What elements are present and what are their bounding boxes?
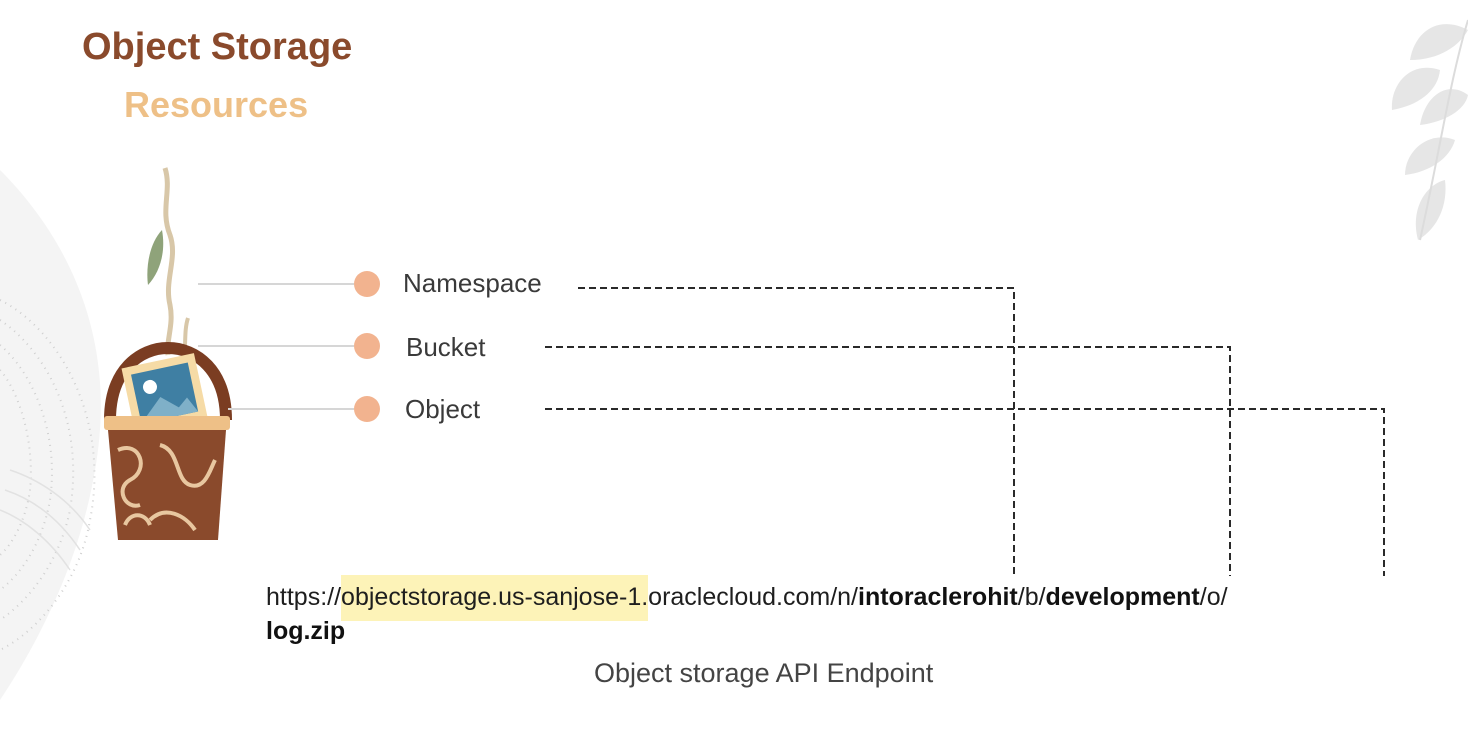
- url-region: objectstorage.us-sanjose-1: [341, 583, 642, 611]
- url-prefix: https://: [266, 583, 342, 611]
- namespace-dashed-link: [578, 287, 1015, 576]
- bucket-dot: [354, 333, 380, 359]
- object-label: Object: [405, 394, 481, 424]
- url-namespace: intoraclerohit: [858, 583, 1018, 611]
- url-object: log.zip: [266, 617, 346, 645]
- object-dashed-link: [545, 408, 1385, 576]
- url-domain: oraclecloud.com/n/: [648, 583, 858, 611]
- url-object-segment: /o/: [1199, 583, 1228, 611]
- url-region-highlight: objectstorage.us-sanjose-1.: [341, 575, 649, 621]
- endpoint-url: https://objectstorage.us-sanjose-1.oracl…: [266, 575, 1426, 648]
- namespace-dot: [354, 271, 380, 297]
- bucket-dashed-link: [545, 346, 1231, 576]
- url-dot: .: [641, 583, 649, 611]
- url-bucket-segment: /b/: [1017, 583, 1046, 611]
- endpoint-caption: Object storage API Endpoint: [594, 658, 934, 688]
- page-title: Object Storage: [82, 26, 353, 68]
- url-bucket: development: [1045, 583, 1200, 611]
- bucket-label: Bucket: [406, 332, 486, 362]
- object-dot: [354, 396, 380, 422]
- page-subtitle: Resources: [124, 84, 309, 125]
- namespace-label: Namespace: [403, 268, 542, 298]
